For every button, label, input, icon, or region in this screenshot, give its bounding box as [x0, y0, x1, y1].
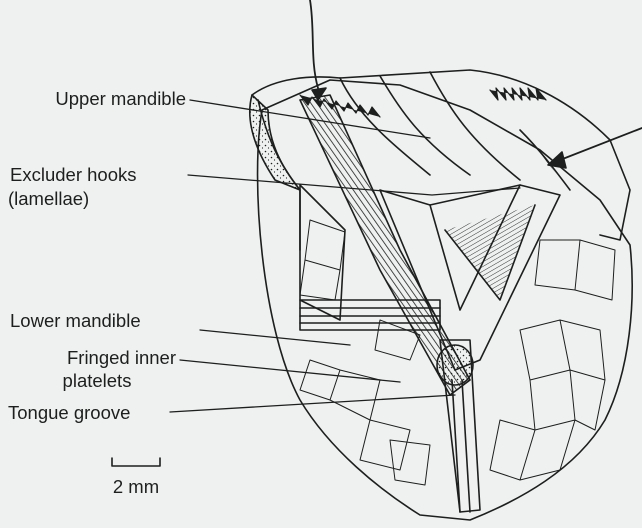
- water-inflow-arrow-left: [310, 0, 318, 88]
- label-excluder-hooks: Excluder hooks: [10, 164, 136, 186]
- scale-bar: [112, 458, 160, 466]
- label-upper-mandible: Upper mandible: [8, 88, 186, 110]
- label-lower-mandible: Lower mandible: [10, 310, 141, 332]
- excluder-hooks-right: [490, 88, 546, 100]
- water-inflow-arrow-right: [560, 128, 642, 160]
- scale-bar-label: 2 mm: [96, 476, 176, 498]
- label-tongue-groove: Tongue groove: [8, 402, 130, 424]
- leader-tongue-groove: [170, 395, 455, 412]
- label-platelets: platelets: [22, 370, 172, 392]
- label-fringed-inner: Fringed inner: [8, 347, 176, 369]
- label-lamellae: (lamellae): [8, 188, 89, 210]
